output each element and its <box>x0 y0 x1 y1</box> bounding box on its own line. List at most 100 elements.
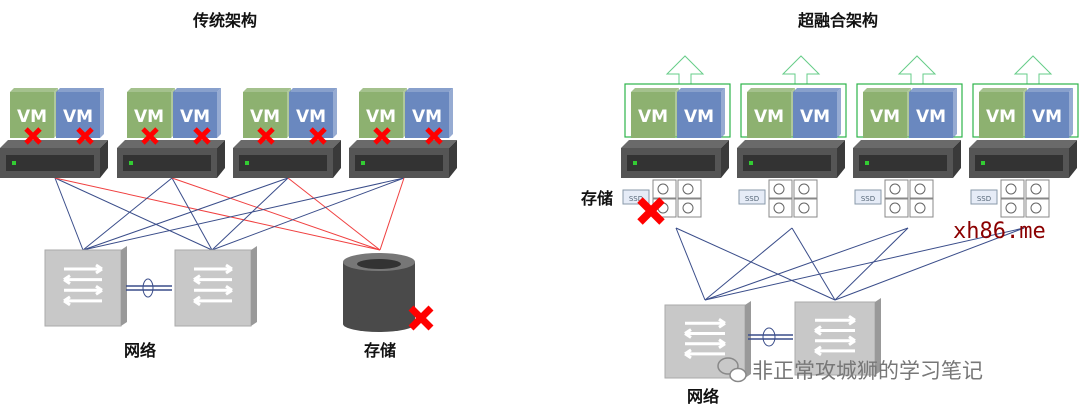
link-line <box>211 177 289 251</box>
right-storage-fail <box>637 197 665 225</box>
link-line <box>82 177 405 251</box>
server-panel <box>123 155 211 171</box>
right-vm-green-top <box>979 88 1027 92</box>
left-vm-fail <box>257 127 275 145</box>
local-storage: SSD <box>854 179 934 218</box>
left-server <box>349 140 457 178</box>
hdd-icon <box>677 198 702 218</box>
left-vm-blue-top <box>56 88 104 92</box>
switch-arrow-icon <box>815 315 856 326</box>
switch-body <box>174 249 252 327</box>
switch-side <box>251 246 257 326</box>
fail-cross-icon <box>425 127 443 145</box>
server-side <box>953 140 961 178</box>
hdd-icon <box>909 179 934 199</box>
right-vm-blue: VM <box>1025 88 1073 138</box>
link-line <box>211 177 405 251</box>
link-line <box>675 227 706 301</box>
watermark: xh86.me <box>953 219 1046 244</box>
server-side <box>217 140 225 178</box>
server-led <box>749 161 753 165</box>
ssd-label: SSD <box>861 195 875 203</box>
hdd-platter <box>889 202 901 214</box>
switch-body <box>664 304 746 379</box>
connection-lines <box>54 177 1025 301</box>
left-vm-green: VM <box>127 88 175 138</box>
link-line <box>54 177 84 251</box>
footer-watermark: 非正常攻城狮的学习笔记 <box>752 359 983 383</box>
storage-hole <box>357 259 401 269</box>
wechat-icon <box>717 357 747 383</box>
left-vm-blue-label: VM <box>63 107 93 127</box>
left-vm-blue-top <box>173 88 221 92</box>
right-vm-blue-side <box>953 88 957 138</box>
server-side <box>837 140 845 178</box>
right-vm-blue: VM <box>677 88 725 138</box>
hdd-platter <box>682 183 694 195</box>
fail-cross-icon <box>141 127 159 145</box>
server-panel <box>743 155 831 171</box>
left-switch-1 <box>44 246 127 327</box>
left-vm-green-face <box>243 92 287 138</box>
right-vm-green-face <box>631 92 675 138</box>
right-vm-green: VM <box>863 88 911 138</box>
server-top <box>853 140 961 148</box>
server-side <box>449 140 457 178</box>
right-vm-blue-top <box>677 88 725 92</box>
left-server <box>117 140 225 178</box>
local-storage: SSD <box>970 179 1050 218</box>
server-panel <box>627 155 715 171</box>
server-led <box>12 161 16 165</box>
storage-bottom <box>343 316 415 332</box>
hdd-icon <box>909 198 934 218</box>
right-vm-blue-side <box>721 88 725 138</box>
left-vm-fail <box>141 127 159 145</box>
left-vm-fail <box>373 127 391 145</box>
left-vm-fail <box>425 127 443 145</box>
right-vm-green: VM <box>979 88 1027 138</box>
server-led <box>245 161 249 165</box>
link-line <box>704 227 793 301</box>
link-line <box>171 177 213 251</box>
switch-link <box>126 278 172 298</box>
left-vm-green: VM <box>359 88 407 138</box>
ssd-icon <box>854 189 882 205</box>
left-storage-label: 存储 <box>364 341 396 360</box>
ssd-icon <box>738 189 766 205</box>
right-vm-blue-label: VM <box>916 107 946 127</box>
migrate-arrow-icon <box>781 55 821 84</box>
right-title: 超融合架构 <box>797 11 878 30</box>
left-vm-green-label: VM <box>17 107 47 127</box>
switch-arrow-icon <box>194 285 233 296</box>
hdd-platter <box>889 183 901 195</box>
left-vm-green-label: VM <box>250 107 280 127</box>
left-vm-fail <box>76 127 94 145</box>
link-line <box>287 177 381 251</box>
right-vm-blue-face <box>1025 92 1069 138</box>
right-vm-green-label: VM <box>638 107 668 127</box>
right-vm-green-face <box>979 92 1023 138</box>
left-vm-green-top <box>359 88 407 92</box>
server-panel <box>355 155 443 171</box>
hdd-icon <box>1000 198 1025 218</box>
fail-cross-icon <box>193 127 211 145</box>
link-line <box>54 177 381 251</box>
right-vm-blue-label: VM <box>1032 107 1062 127</box>
left-vm-fail <box>24 127 42 145</box>
right-vm-blue-top <box>909 88 957 92</box>
left-vm-green-label: VM <box>134 107 164 127</box>
server-top <box>969 140 1077 148</box>
left-title: 传统架构 <box>192 11 257 30</box>
switch-arrow-icon <box>685 338 726 349</box>
migrate-arrow-icon <box>665 55 705 84</box>
server-panel <box>6 155 94 171</box>
hdd-platter <box>1005 202 1017 214</box>
hdd-icon <box>1000 179 1025 199</box>
right-vm-green: VM <box>747 88 795 138</box>
server-led <box>865 161 869 165</box>
right-vm-green-face <box>747 92 791 138</box>
fail-cross-icon <box>76 127 94 145</box>
link-line <box>834 227 909 301</box>
fail-cross-icon <box>373 127 391 145</box>
